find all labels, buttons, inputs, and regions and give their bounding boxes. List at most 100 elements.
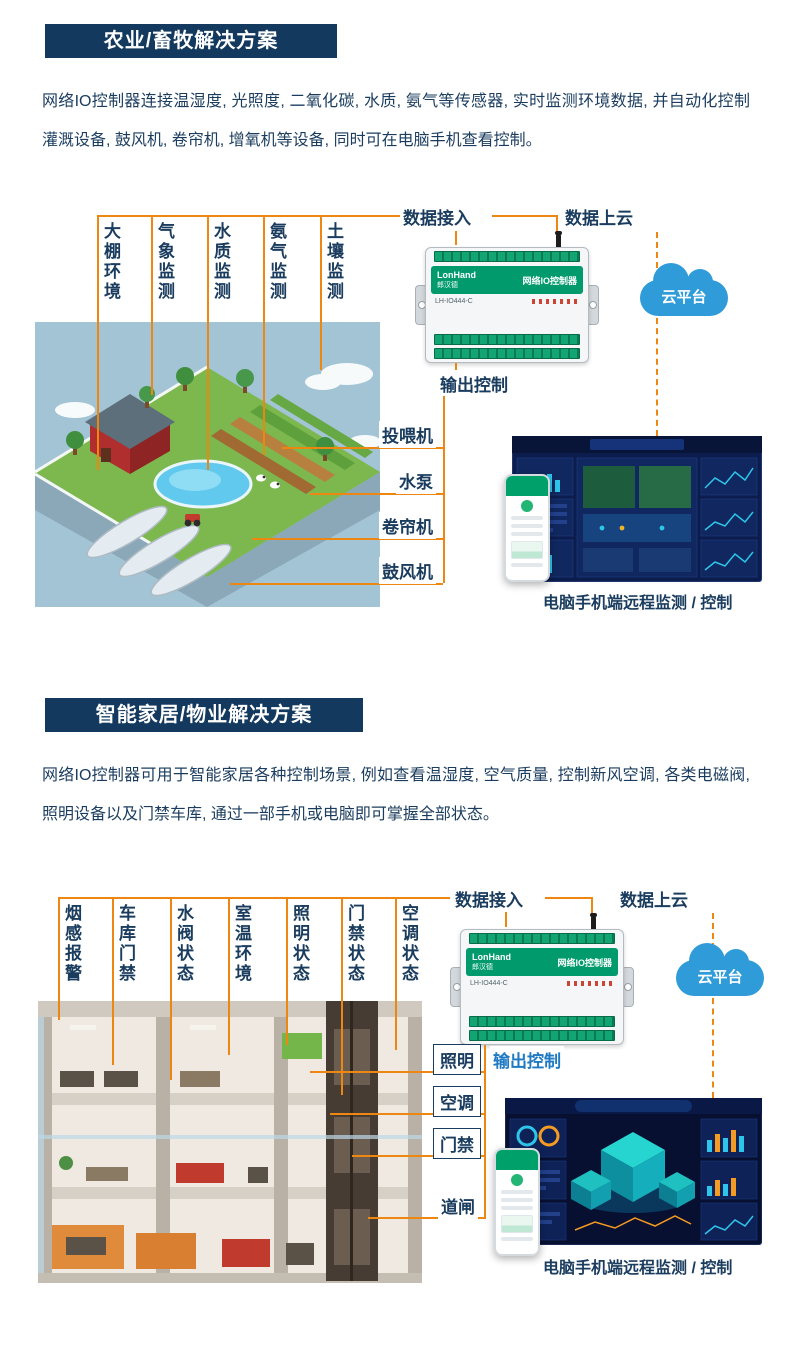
fence-2 (35, 472, 166, 554)
elevator-shaft (326, 1001, 378, 1281)
monitor-label: 水阀状态 (174, 904, 193, 984)
cloud-downlink-dash (712, 998, 714, 1098)
phone-app-smart-home (494, 1148, 540, 1256)
glass-facade (38, 1017, 44, 1273)
data-in-link-line (455, 231, 457, 245)
sensor-bus-line (58, 897, 450, 899)
device-brand-cn: 郎汉德 (437, 282, 458, 289)
dashboard-map (583, 466, 691, 572)
drop-line (170, 897, 172, 1080)
cloud-platform-label: 云平台 (661, 289, 707, 306)
mount-ear (450, 967, 463, 1007)
floor2-interior (38, 1135, 422, 1183)
output-link-line (455, 363, 457, 372)
terminal-strip (469, 1030, 615, 1041)
monitor-label: 土壤监测 (324, 222, 343, 302)
drop-line (151, 215, 153, 395)
device-body: LonHand 郎汉德 网络IO控制器 LH-IO444-C (425, 247, 589, 363)
monitor-label: 车库门禁 (116, 904, 135, 984)
drop-line (341, 897, 343, 1095)
output-branch-line (252, 538, 443, 540)
output-branch-line (310, 1071, 484, 1073)
greenhouses (86, 505, 232, 597)
drop-line (228, 897, 230, 1055)
cloud-uplink-dash (656, 232, 658, 268)
cloud-downlink-dash (656, 318, 658, 436)
output-branch-line (368, 1217, 484, 1219)
dashboard-trend-line (704, 1215, 754, 1235)
drop-line (58, 897, 60, 1020)
terminal-strip (434, 251, 580, 262)
section-header-agriculture: 农业/畜牧解决方案 (45, 24, 337, 58)
antenna-link-line (556, 215, 558, 245)
uplink-line (492, 215, 558, 217)
monitor-label: 烟感报警 (62, 904, 81, 984)
phone-chart (511, 541, 543, 559)
output-label: 门禁 (433, 1128, 481, 1159)
device-label-band: LonHand 郎汉德 网络IO控制器 (431, 266, 583, 294)
output-branch-line (282, 447, 443, 449)
data-in-label: 数据接入 (452, 885, 526, 912)
device-model: LH-IO444-C (470, 980, 508, 987)
io-controller-device: LonHand 郎汉德 网络IO控制器 LH-IO444-C (415, 231, 599, 363)
cloud-uplink-dash (712, 913, 714, 949)
data-in-label: 数据接入 (400, 203, 474, 230)
output-branch-line (230, 583, 443, 585)
monitor-label: 空调状态 (399, 904, 418, 984)
drop-line (320, 215, 322, 370)
output-label: 空调 (433, 1086, 481, 1117)
dashboard-trend-line-2 (574, 1215, 692, 1231)
terminal-strip (434, 348, 580, 359)
cloud-platform-icon: 云平台 (640, 263, 728, 316)
monitor-label: 大棚环境 (101, 222, 120, 302)
antenna (555, 231, 562, 249)
phone-app-agriculture (504, 474, 550, 582)
monitor-label: 气象监测 (155, 222, 174, 302)
drop-line (263, 215, 265, 455)
cloud-platform-label: 云平台 (697, 969, 743, 986)
device-product-name: 网络IO控制器 (557, 957, 612, 968)
cloud-platform-icon: 云平台 (676, 943, 764, 996)
phone-gauge (511, 1174, 523, 1186)
monitor-label: 门禁状态 (345, 904, 364, 984)
antenna-link-line (591, 897, 593, 927)
antenna (590, 913, 597, 931)
output-control-label: 输出控制 (437, 370, 511, 397)
monitor-label: 水质监测 (211, 222, 230, 302)
output-label: 道闸 (438, 1192, 478, 1219)
phone-chart (501, 1215, 533, 1233)
output-trunk-line (484, 1045, 486, 1219)
drop-line (97, 215, 99, 470)
drop-line (207, 215, 209, 470)
iso-building (571, 1132, 695, 1210)
drop-line (112, 897, 114, 1065)
phone-app-header (496, 1150, 538, 1170)
output-label: 卷帘机 (379, 512, 436, 539)
dashboard-lines (704, 467, 754, 571)
remote-caption: 电脑手机端远程监测 / 控制 (543, 595, 733, 612)
clouds (55, 363, 380, 449)
output-branch-line (352, 1155, 484, 1157)
data-in-link-line (505, 911, 507, 927)
dashboard-bars (707, 1130, 744, 1196)
terminal-strip (469, 933, 615, 944)
io-controller-device: LonHand 郎汉德 网络IO控制器 LH-IO444-C (450, 913, 634, 1045)
data-up-label: 数据上云 (617, 885, 691, 912)
livestock (256, 474, 280, 489)
terminal-strip (469, 1016, 615, 1027)
trees (66, 367, 334, 461)
monitor-label: 氨气监测 (267, 222, 286, 302)
phone-gauge (521, 500, 533, 512)
floor3-interior (52, 1225, 314, 1269)
pond-highlight (169, 469, 221, 491)
sensor-bus-line (97, 215, 400, 217)
device-body: LonHand 郎汉德 网络IO控制器 LH-IO444-C (460, 929, 624, 1045)
device-brand: LonHand 郎汉德 (437, 271, 476, 290)
output-control-label: 输出控制 (490, 1046, 564, 1073)
output-label: 照明 (433, 1044, 481, 1075)
device-label-band: LonHand 郎汉德 网络IO控制器 (466, 948, 618, 976)
drop-line (286, 897, 288, 1045)
output-label: 投喂机 (379, 421, 436, 448)
dashboard-screenshot-smart-home (505, 1098, 762, 1245)
